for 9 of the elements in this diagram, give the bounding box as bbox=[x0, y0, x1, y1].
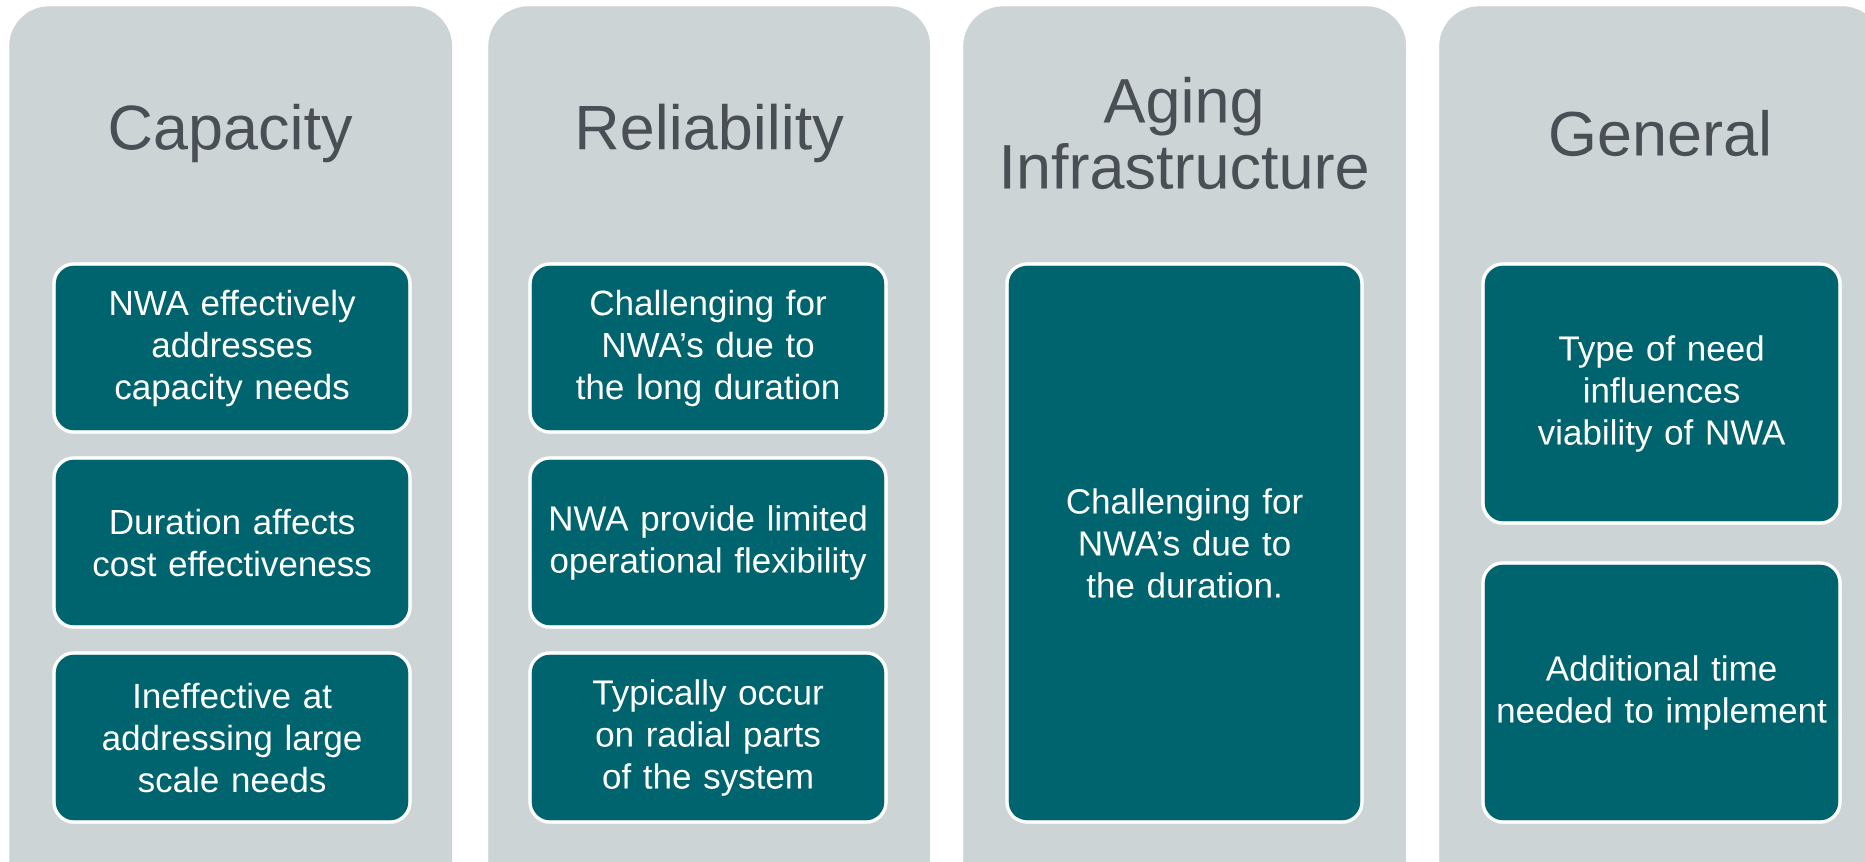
text-box: NWA effectively addresses capacity needs bbox=[52, 262, 412, 434]
text-box: Challenging for NWA’s due to the duration. bbox=[1005, 262, 1364, 824]
text-box: Ineffective at addressing large scale needs bbox=[52, 651, 412, 824]
text-box: Challenging for NWA’s due to the long duration bbox=[528, 262, 888, 434]
text-box: Type of need influences viability of NWA bbox=[1481, 262, 1842, 525]
text-box: Duration affects cost effectiveness bbox=[52, 456, 412, 629]
text-box: Typically occur on radial parts of the system bbox=[528, 651, 888, 824]
text-box: Additional time needed to implement bbox=[1481, 561, 1842, 824]
text-box: NWA provide limited operational flexibility bbox=[528, 456, 888, 629]
